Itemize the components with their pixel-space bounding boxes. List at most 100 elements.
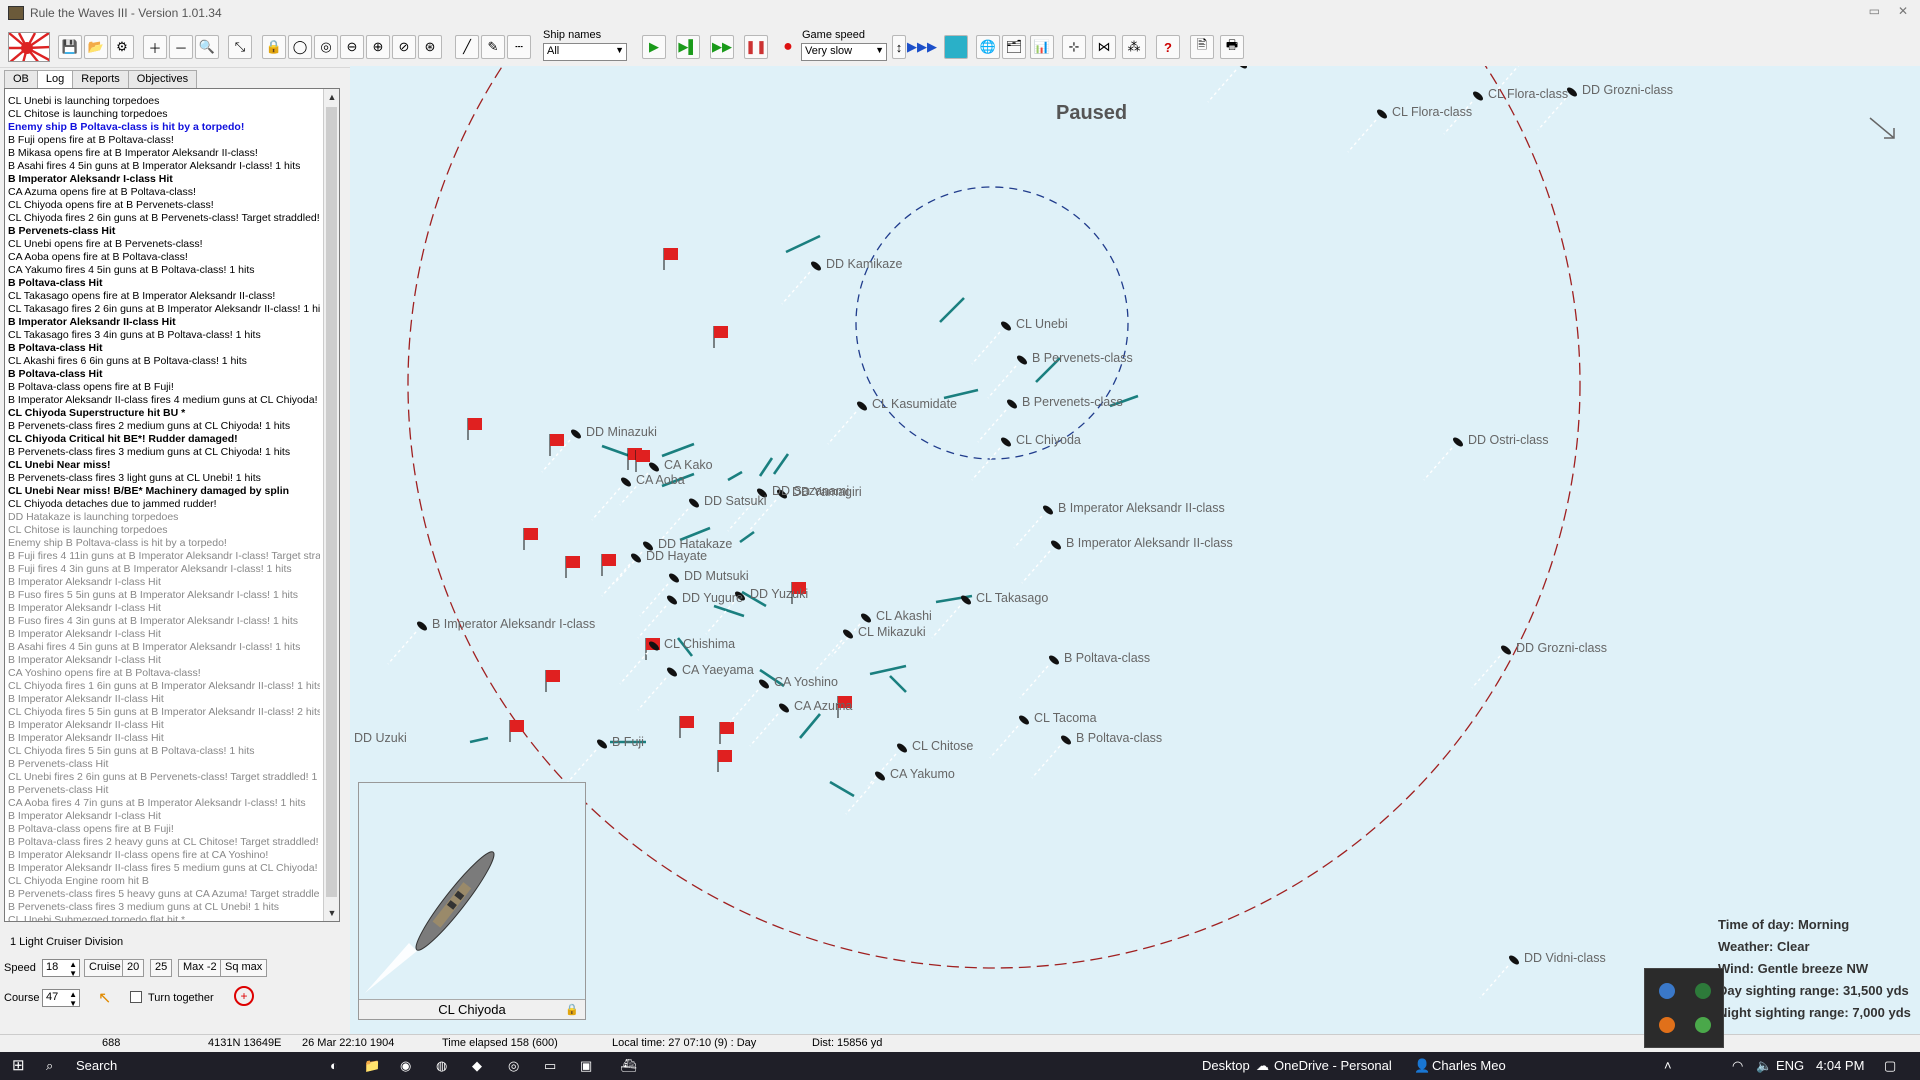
division-flag-icon[interactable]: [791, 582, 806, 604]
ship-label[interactable]: CL Mikazuki: [858, 625, 926, 639]
wifi-icon[interactable]: ◠: [1732, 1058, 1744, 1073]
rule-the-waves-taskbar-icon[interactable]: ⛴: [620, 1058, 637, 1073]
search-icon[interactable]: ⌕: [46, 1058, 54, 1073]
chrome-icon[interactable]: ◉: [400, 1058, 412, 1073]
shield-icon[interactable]: [1695, 983, 1711, 999]
taskbar-app-icon[interactable]: ▣: [580, 1058, 593, 1073]
ship-marker[interactable]: [619, 461, 661, 506]
language-indicator[interactable]: ENG: [1776, 1058, 1805, 1073]
dotted-line-icon[interactable]: ┄: [507, 35, 531, 59]
tab-objectives[interactable]: Objectives: [127, 70, 198, 88]
turn-together-checkbox[interactable]: [130, 991, 142, 1003]
ship-label[interactable]: CL Chitose: [912, 739, 974, 753]
direction-icon[interactable]: ⊘: [392, 35, 416, 59]
ship-marker[interactable]: [931, 594, 973, 639]
ship-marker[interactable]: [971, 436, 1013, 481]
ship-label[interactable]: CA Yakumo: [890, 767, 955, 781]
scroll-thumb[interactable]: [326, 107, 337, 897]
division-flag-icon[interactable]: [549, 434, 564, 456]
division-flag-icon[interactable]: [601, 554, 616, 576]
division-flag-icon[interactable]: [719, 722, 734, 744]
ship-marker[interactable]: [1013, 504, 1055, 549]
layers-icon[interactable]: 🗂: [1002, 35, 1026, 59]
ship-marker[interactable]: [827, 400, 869, 445]
ship-label[interactable]: CL Chishima: [664, 637, 736, 651]
division-flag-icon[interactable]: [565, 556, 580, 578]
spinner-icon[interactable]: ▲▼: [69, 960, 77, 978]
ship-label[interactable]: CL Kasumidate: [872, 397, 957, 411]
terminal-icon[interactable]: ▭: [544, 1058, 557, 1073]
ship-marker[interactable]: [601, 552, 643, 597]
help-icon[interactable]: ?: [1156, 35, 1180, 59]
ship-label[interactable]: B Pervenets-class: [1022, 395, 1123, 409]
cruise-button[interactable]: Cruise: [84, 959, 126, 977]
ship-label[interactable]: DD Vidni-class: [1524, 951, 1606, 965]
ship-marker[interactable]: [1347, 108, 1389, 153]
scroll-down-icon[interactable]: ▼: [327, 908, 337, 918]
print-icon[interactable]: 🖶: [1220, 35, 1244, 59]
squadron-max-button[interactable]: Sq max: [220, 959, 268, 977]
tab-log[interactable]: Log: [36, 70, 74, 88]
range-ring-icon[interactable]: ◎: [314, 35, 338, 59]
pencil-icon[interactable]: ✎: [481, 35, 505, 59]
ship-marker[interactable]: [1491, 66, 1533, 97]
ship-marker[interactable]: [1537, 86, 1579, 131]
sea-map-icon[interactable]: [944, 35, 968, 59]
ship-label[interactable]: DD Grozni-class: [1516, 641, 1607, 655]
compass-icon[interactable]: ⊛: [418, 35, 442, 59]
tray-app-icon[interactable]: [1695, 1017, 1711, 1033]
zoom-out-icon[interactable]: －: [169, 35, 193, 59]
ship-label[interactable]: DD Yamagiri: [792, 485, 862, 499]
division-flag-icon[interactable]: [663, 248, 678, 270]
ship-marker[interactable]: [637, 594, 679, 639]
max-speed-button[interactable]: Max -2: [178, 959, 222, 977]
ship-marker[interactable]: [387, 620, 429, 665]
scroll-up-icon[interactable]: ▲: [327, 92, 337, 102]
report-chart-icon[interactable]: 📊: [1030, 35, 1054, 59]
ship-marker[interactable]: [781, 260, 823, 305]
ship-marker[interactable]: [619, 640, 661, 685]
division-flag-icon[interactable]: [717, 750, 732, 772]
ship-marker[interactable]: [1021, 539, 1063, 584]
ship-label[interactable]: CL Flora-class: [1392, 105, 1473, 119]
clock[interactable]: 4:04 PM: [1816, 1058, 1865, 1073]
taskbar-search[interactable]: Search: [76, 1058, 118, 1073]
pause-icon[interactable]: ❚❚: [744, 35, 768, 59]
division-flag-icon[interactable]: [837, 696, 852, 718]
division-flag-icon[interactable]: [713, 326, 728, 348]
ship-label[interactable]: B Pervenets-class: [1032, 351, 1133, 365]
ship-label[interactable]: CL Unebi: [1016, 317, 1068, 331]
globe-icon[interactable]: 🌐: [976, 35, 1000, 59]
max-speed-icon[interactable]: ▶▶▶: [907, 39, 937, 54]
formation-icon[interactable]: ⊹: [1062, 35, 1086, 59]
lock-icon[interactable]: 🔒: [565, 1004, 579, 1016]
line-icon[interactable]: ╱: [455, 35, 479, 59]
tray-app-icon[interactable]: [1659, 983, 1675, 999]
ship-label[interactable]: DD Grozni-class: [1582, 83, 1673, 97]
ship-names-select[interactable]: All ▼: [543, 43, 627, 61]
ship-label[interactable]: DD Minazuki: [586, 425, 657, 439]
ship-marker[interactable]: [989, 714, 1031, 759]
tab-ob[interactable]: OB: [4, 70, 38, 88]
ship-label[interactable]: B Imperator Aleksandr II-class: [1066, 536, 1233, 550]
ship-label[interactable]: DD Kamikaze: [826, 257, 903, 271]
game-speed-select[interactable]: Very slow ▼: [801, 43, 887, 61]
windows-start-icon[interactable]: ⊞: [12, 1057, 25, 1074]
speed-25-button[interactable]: 25: [150, 959, 173, 977]
zoom-search-icon[interactable]: 🔍: [195, 35, 219, 59]
ship-label[interactable]: CA Azuma: [794, 699, 853, 713]
ship-label[interactable]: B Fuji: [612, 735, 644, 749]
range-toggle-green-icon[interactable]: ⊕: [366, 35, 390, 59]
ship-marker[interactable]: [747, 488, 789, 533]
lock-icon[interactable]: 🔒: [262, 35, 286, 59]
ship-label[interactable]: CL Flora-class: [1488, 87, 1569, 101]
ship-marker[interactable]: [591, 476, 633, 521]
tab-reports[interactable]: Reports: [72, 70, 129, 88]
firefox-icon[interactable]: ◍: [436, 1058, 448, 1073]
ship-label[interactable]: DD Uzuki: [354, 731, 407, 745]
ship-marker[interactable]: [659, 497, 701, 542]
close-icon[interactable]: ✕: [1897, 4, 1908, 18]
ship-label[interactable]: CL Akashi: [876, 609, 932, 623]
ship-label[interactable]: CL Tacoma: [1034, 711, 1097, 725]
spinner-icon[interactable]: ▲▼: [69, 990, 77, 1008]
